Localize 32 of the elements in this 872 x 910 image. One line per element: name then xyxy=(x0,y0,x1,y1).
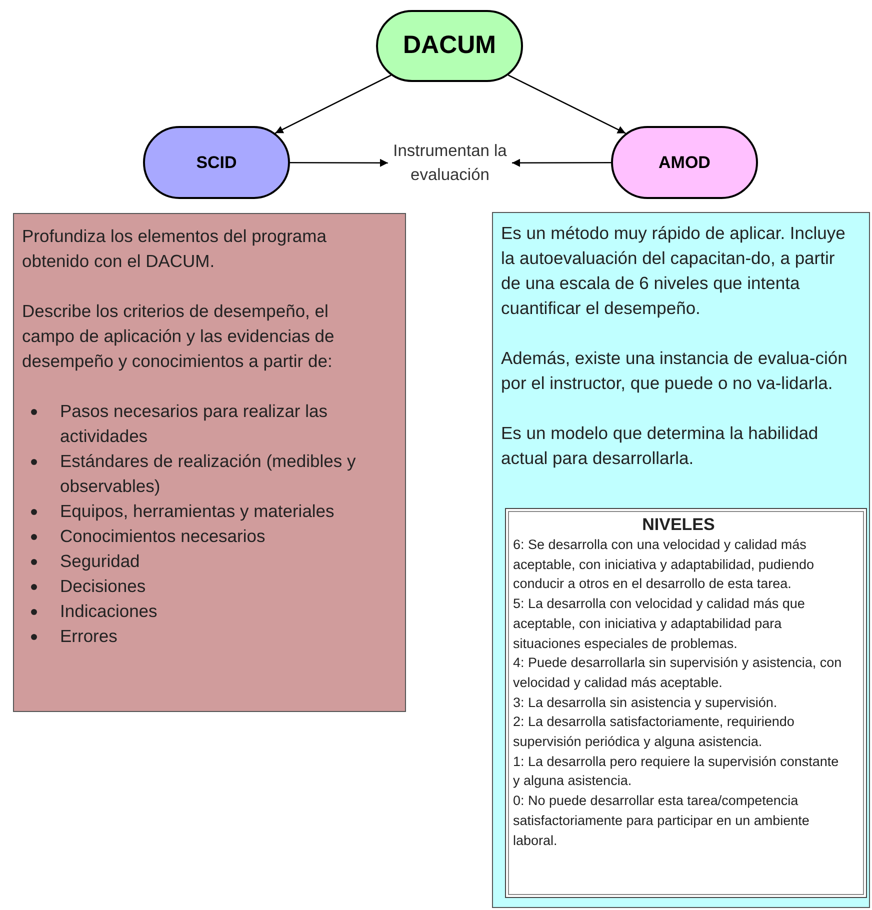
level-text: 1: La desarrolla pero requiere la supervisión constante y alguna asistencia. xyxy=(513,752,840,790)
level-text: 3: La desarrolla sin asistencia y supervisión. xyxy=(513,694,778,712)
level-text: 4: Puede desarrollarla sin supervisión y asistencia, con velocidad y calidad más aceptable. xyxy=(513,654,843,692)
list-item: Indicaciones xyxy=(60,600,158,623)
list-item: Estándares de realización (medibles y observables) xyxy=(60,450,357,498)
arrow xyxy=(512,158,611,167)
level-text: 5: La desarrolla con velocidad y calidad más que aceptable, con iniciativa y adaptabilidad para situaciones especiales de problemas. xyxy=(513,595,806,653)
arrow xyxy=(290,158,388,167)
arrow xyxy=(274,74,392,134)
node-label: DACUM xyxy=(402,30,496,62)
level-text: 6: Se desarrolla con una velocidad y calidad más aceptable, con iniciativa y adaptabilidad, pudiendo conducir a otros en el desarrollo de esta tarea. xyxy=(513,536,815,594)
node-label: Instrumentan la evaluación xyxy=(392,141,508,186)
node-label: AMOD xyxy=(658,152,710,174)
levels-box xyxy=(505,508,867,898)
paragraph: Además, existe una instancia de evalua-ción por el instructor, que puede o no va-lidarla. xyxy=(501,347,848,395)
text-panel xyxy=(13,213,406,712)
box-heading: NIVELES xyxy=(641,515,716,535)
level-text: 2: La desarrolla satisfactoriamente, requiriendo supervisión periódica y alguna asistencia. xyxy=(513,713,796,752)
list-item: Errores xyxy=(60,625,118,648)
paragraph: Profundiza los elementos del programa obtenido con el DACUM. xyxy=(22,225,328,273)
list-item: Decisiones xyxy=(60,575,147,598)
list-item: Equipos, herramientas y materiales xyxy=(60,500,336,523)
list-item: Pasos necesarios para realizar las actividades xyxy=(60,400,328,448)
text-panel xyxy=(492,212,870,908)
node-label: SCID xyxy=(196,152,237,174)
level-text: 0: No puede desarrollar esta tarea/competencia satisfactoriamente para participar en un ambiente laboral. xyxy=(513,792,810,850)
list-item: Conocimientos necesarios xyxy=(60,525,266,548)
arrow xyxy=(508,74,626,134)
paragraph: Es un método muy rápido de aplicar. Incluye la autoevaluación del capacitan-do, a partir de una escala de 6 niveles que intenta cuantificar el desempeño. xyxy=(501,222,846,320)
paragraph: Es un modelo que determina la habilidad actual para desarrollarla. xyxy=(501,422,820,470)
paragraph: Describe los criterios de desempeño, el campo de aplicación y las evidencias de desempeño y conocimientos a partir de: xyxy=(22,300,336,373)
list-item: Seguridad xyxy=(60,550,141,573)
